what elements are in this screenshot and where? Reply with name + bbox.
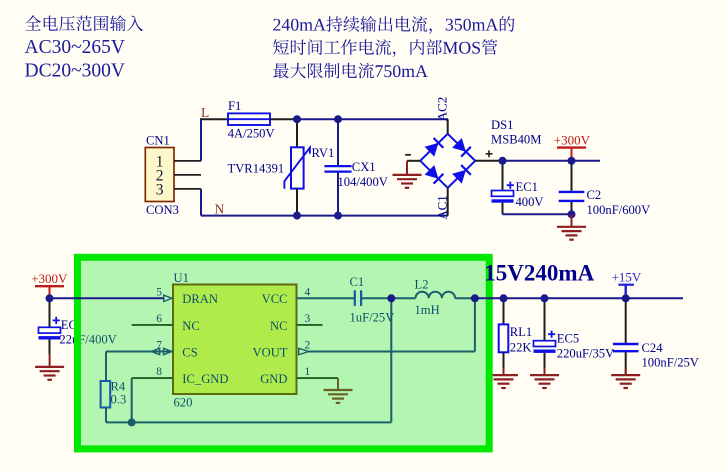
svg-text:2: 2 [156, 168, 164, 185]
svg-text:L: L [201, 105, 209, 120]
svg-text:8: 8 [156, 366, 162, 378]
svg-text:1: 1 [156, 154, 164, 171]
svg-text:EC: EC [61, 318, 77, 332]
svg-text:GND: GND [260, 372, 287, 386]
svg-text:N: N [215, 202, 225, 217]
svg-text:C2: C2 [587, 188, 602, 202]
svg-text:MSB40M: MSB40M [491, 133, 541, 147]
svg-text:CX1: CX1 [352, 160, 376, 174]
svg-text:EC5: EC5 [557, 332, 579, 346]
svg-text:3: 3 [156, 182, 164, 199]
svg-text:0.3: 0.3 [111, 392, 127, 406]
svg-text:1uF/25V: 1uF/25V [350, 310, 395, 324]
svg-text:4: 4 [305, 286, 311, 298]
svg-text:EC1: EC1 [516, 180, 538, 194]
svg-text:VCC: VCC [262, 292, 288, 306]
svg-text:+300V: +300V [31, 271, 68, 286]
svg-text:1: 1 [305, 366, 311, 378]
svg-text:IC_GND: IC_GND [182, 372, 228, 386]
svg-text:1mH: 1mH [415, 303, 440, 317]
svg-text:620: 620 [174, 395, 193, 409]
svg-text:R4: R4 [111, 380, 126, 394]
svg-text:CN1: CN1 [146, 133, 170, 147]
svg-text:400V: 400V [516, 195, 544, 209]
svg-text:22uF/400V: 22uF/400V [59, 333, 116, 347]
svg-text:5: 5 [156, 286, 162, 298]
svg-text:6: 6 [156, 313, 162, 325]
svg-text:DC20~300V: DC20~300V [25, 60, 125, 81]
svg-text:22K: 22K [510, 340, 532, 354]
svg-text:DRAN: DRAN [182, 292, 218, 306]
svg-text:VOUT: VOUT [253, 345, 288, 359]
svg-text:L2: L2 [415, 278, 429, 292]
svg-text:4A/250V: 4A/250V [228, 126, 275, 140]
svg-text:TVR14391: TVR14391 [228, 162, 285, 176]
svg-text:RV1: RV1 [312, 146, 335, 160]
svg-text:CS: CS [182, 345, 197, 359]
svg-text:C1: C1 [350, 275, 365, 289]
svg-text:NC: NC [270, 319, 288, 333]
svg-text:7: 7 [156, 340, 162, 352]
svg-text:220uF/35V: 220uF/35V [557, 347, 614, 361]
svg-text:AC1: AC1 [435, 195, 450, 220]
svg-text:100nF/25V: 100nF/25V [642, 356, 699, 370]
svg-text:C24: C24 [642, 341, 664, 355]
svg-text:F1: F1 [228, 99, 241, 113]
svg-text:NC: NC [182, 319, 200, 333]
svg-text:100nF/600V: 100nF/600V [587, 203, 651, 217]
svg-text:+300V: +300V [554, 133, 591, 148]
svg-text:CON3: CON3 [146, 203, 179, 217]
svg-text:3: 3 [305, 313, 311, 325]
svg-text:U1: U1 [174, 271, 189, 285]
svg-text:+15V: +15V [612, 270, 642, 285]
svg-text:RL1: RL1 [510, 325, 532, 339]
svg-text:AC30~265V: AC30~265V [25, 37, 125, 58]
svg-text:2: 2 [305, 340, 311, 352]
svg-text:15V240mA: 15V240mA [484, 261, 594, 286]
svg-text:104/400V: 104/400V [338, 175, 388, 189]
svg-text:DS1: DS1 [491, 118, 513, 132]
svg-text:AC2: AC2 [434, 97, 449, 122]
